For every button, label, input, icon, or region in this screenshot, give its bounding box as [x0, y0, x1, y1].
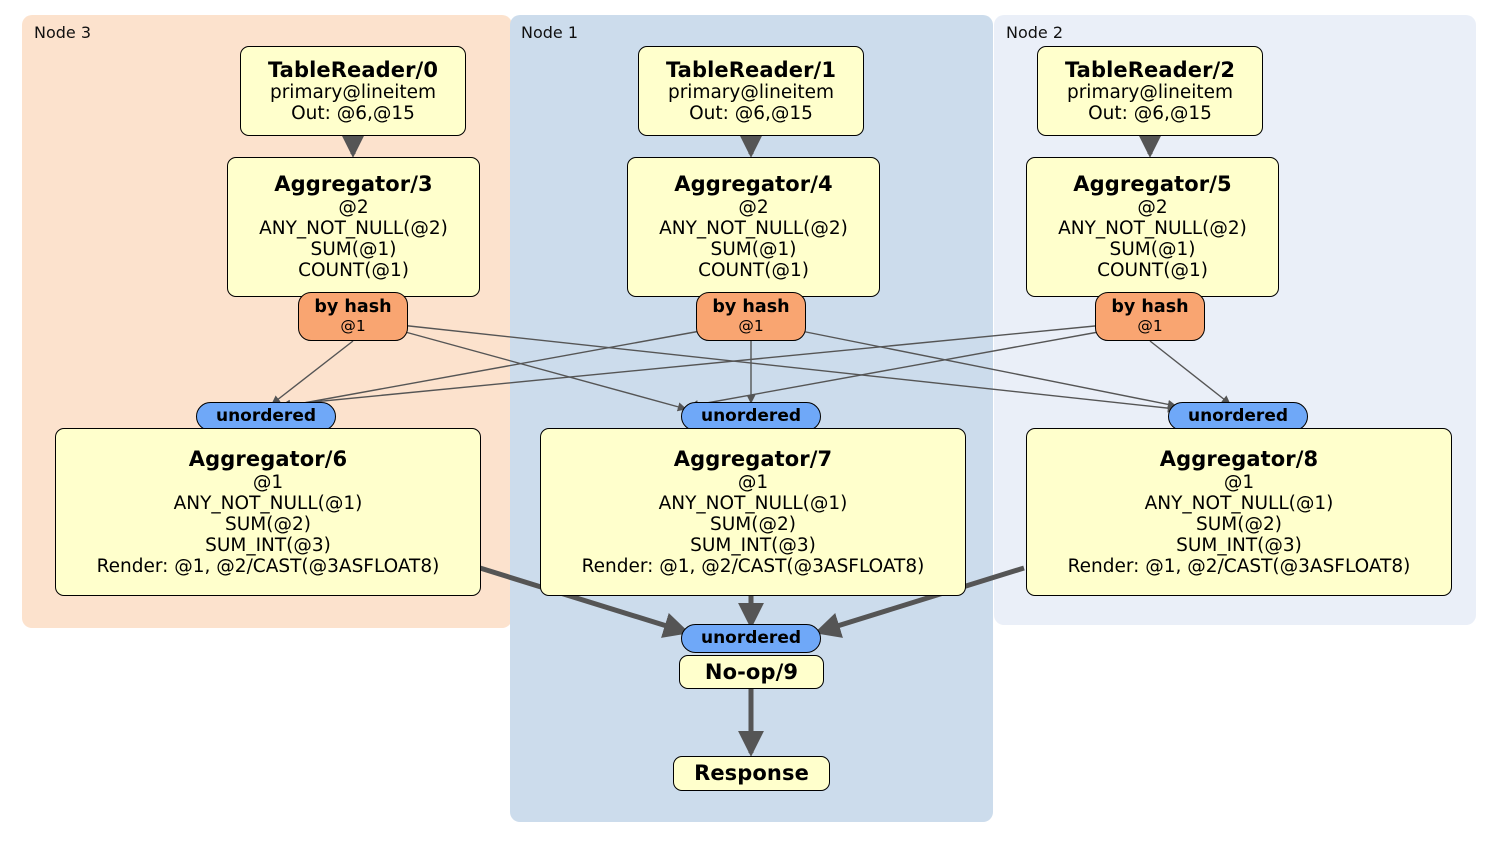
edge-hash-to-unordered [271, 324, 1231, 413]
node-aggregator-7[interactable]: Aggregator/7 @1 ANY_NOT_NULL(@1) SUM(@2)… [540, 428, 966, 596]
node-line: @2 [738, 197, 769, 219]
panel-node-2-label: Node 2 [1006, 23, 1064, 42]
node-aggregator-6[interactable]: Aggregator/6 @1 ANY_NOT_NULL(@1) SUM(@2)… [55, 428, 481, 596]
node-line: primary@lineitem [1066, 82, 1234, 104]
router-detail: @1 [340, 316, 366, 335]
node-line: COUNT(@1) [698, 260, 809, 282]
node-line: ANY_NOT_NULL(@1) [658, 492, 848, 514]
node-aggregator-4[interactable]: Aggregator/4 @2 ANY_NOT_NULL(@2) SUM(@1)… [627, 157, 880, 297]
node-line: SUM(@1) [310, 239, 397, 261]
node-line: @2 [1137, 197, 1168, 219]
node-title: Response [694, 761, 809, 786]
stream-label: unordered [700, 406, 802, 426]
panel-node-3-label: Node 3 [34, 23, 92, 42]
stream-unordered-left[interactable]: unordered [196, 402, 336, 431]
router-detail: @1 [1137, 316, 1163, 335]
node-line: Out: @6,@15 [1088, 103, 1212, 125]
node-line: ANY_NOT_NULL(@1) [1144, 492, 1334, 514]
node-line: Out: @6,@15 [291, 103, 415, 125]
node-title: TableReader/2 [1064, 57, 1236, 82]
node-render-line: Render: @1, @2/CAST(@3ASFLOAT8) [1067, 556, 1411, 577]
router-by-hash-left[interactable]: by hash @1 [298, 292, 408, 341]
node-line: ANY_NOT_NULL(@2) [1058, 218, 1247, 240]
router-by-hash-right[interactable]: by hash @1 [1095, 292, 1205, 341]
node-title: Aggregator/4 [674, 172, 833, 197]
node-line: COUNT(@1) [298, 260, 409, 282]
node-line: SUM_INT(@3) [1176, 534, 1302, 556]
stream-label: unordered [1187, 406, 1289, 426]
edge-tablereader-to-aggregator [340, 131, 1163, 158]
node-line: primary@lineitem [269, 82, 437, 104]
node-line: SUM(@1) [710, 239, 797, 261]
node-line: SUM(@2) [225, 513, 311, 535]
node-aggregator-3[interactable]: Aggregator/3 @2 ANY_NOT_NULL(@2) SUM(@1)… [227, 157, 480, 297]
node-tablereader-0[interactable]: TableReader/0 primary@lineitem Out: @6,@… [240, 46, 466, 136]
node-line: primary@lineitem [667, 82, 835, 104]
node-tablereader-2[interactable]: TableReader/2 primary@lineitem Out: @6,@… [1037, 46, 1263, 136]
node-response[interactable]: Response [673, 756, 830, 791]
node-noop-9[interactable]: No-op/9 [679, 655, 824, 689]
node-title: Aggregator/5 [1073, 172, 1232, 197]
stream-label: unordered [700, 628, 802, 648]
router-title: by hash [314, 297, 392, 318]
node-render-line: Render: @1, @2/CAST(@3ASFLOAT8) [581, 556, 925, 577]
node-line: COUNT(@1) [1097, 260, 1208, 282]
node-line: @2 [338, 197, 369, 219]
node-title: Aggregator/7 [673, 446, 833, 471]
edge-aggregator-to-final-unordered [479, 565, 1025, 638]
stream-label: unordered [215, 406, 317, 426]
node-line: ANY_NOT_NULL(@2) [259, 218, 448, 240]
node-title: No-op/9 [704, 659, 799, 684]
router-title: by hash [712, 297, 790, 318]
node-title: TableReader/1 [665, 57, 837, 82]
router-title: by hash [1111, 297, 1189, 318]
node-line: ANY_NOT_NULL(@1) [173, 492, 363, 514]
panel-node-1-label: Node 1 [521, 23, 579, 42]
router-detail: @1 [738, 316, 764, 335]
node-line: SUM(@2) [1196, 513, 1282, 535]
node-aggregator-5[interactable]: Aggregator/5 @2 ANY_NOT_NULL(@2) SUM(@1)… [1026, 157, 1279, 297]
node-line: SUM_INT(@3) [690, 534, 816, 556]
node-render-line: Render: @1, @2/CAST(@3ASFLOAT8) [96, 556, 440, 577]
node-line: ANY_NOT_NULL(@2) [659, 218, 848, 240]
node-title: Aggregator/3 [274, 172, 433, 197]
node-line: SUM_INT(@3) [205, 534, 331, 556]
node-line: SUM(@1) [1109, 239, 1196, 261]
node-title: Aggregator/6 [188, 446, 348, 471]
stream-unordered-final[interactable]: unordered [681, 624, 821, 653]
stream-unordered-right[interactable]: unordered [1168, 402, 1308, 431]
node-line: Out: @6,@15 [689, 103, 813, 125]
node-line: SUM(@2) [710, 513, 796, 535]
node-tablereader-1[interactable]: TableReader/1 primary@lineitem Out: @6,@… [638, 46, 864, 136]
node-title: TableReader/0 [267, 57, 439, 82]
node-aggregator-8[interactable]: Aggregator/8 @1 ANY_NOT_NULL(@1) SUM(@2)… [1026, 428, 1452, 596]
node-line: @1 [252, 471, 284, 493]
stream-unordered-mid[interactable]: unordered [681, 402, 821, 431]
node-title: Aggregator/8 [1159, 446, 1319, 471]
node-line: @1 [737, 471, 769, 493]
node-line: @1 [1223, 471, 1255, 493]
router-by-hash-mid[interactable]: by hash @1 [696, 292, 806, 341]
